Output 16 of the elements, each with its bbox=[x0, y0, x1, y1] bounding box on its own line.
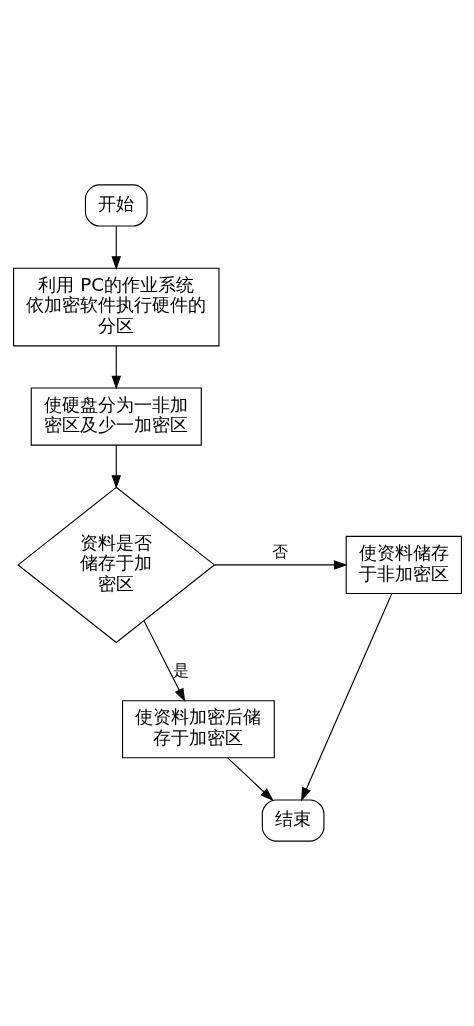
node-box: 使资料加密后储存于加密区 bbox=[121, 700, 275, 759]
arrow bbox=[226, 757, 274, 802]
node-diamond: 资料是否储存于加密区 bbox=[16, 486, 215, 644]
arrow bbox=[300, 593, 392, 802]
arrow bbox=[110, 345, 121, 390]
node-box: 利用 PC的作业系统依加密软件执行硬件的分区 bbox=[12, 267, 220, 347]
node-box: 使硬盘分为一非加密区及少一加密区 bbox=[30, 387, 202, 446]
arrow bbox=[213, 560, 348, 570]
edge-label: 是 bbox=[172, 660, 189, 680]
node-box: 开始 bbox=[84, 184, 148, 227]
node-box: 使资料储存于非加密区 bbox=[345, 535, 462, 595]
node-box: 结束 bbox=[261, 799, 324, 842]
arrow bbox=[143, 620, 185, 703]
edge-label: 否 bbox=[271, 542, 288, 562]
arrow bbox=[110, 225, 121, 270]
arrow bbox=[110, 444, 121, 489]
